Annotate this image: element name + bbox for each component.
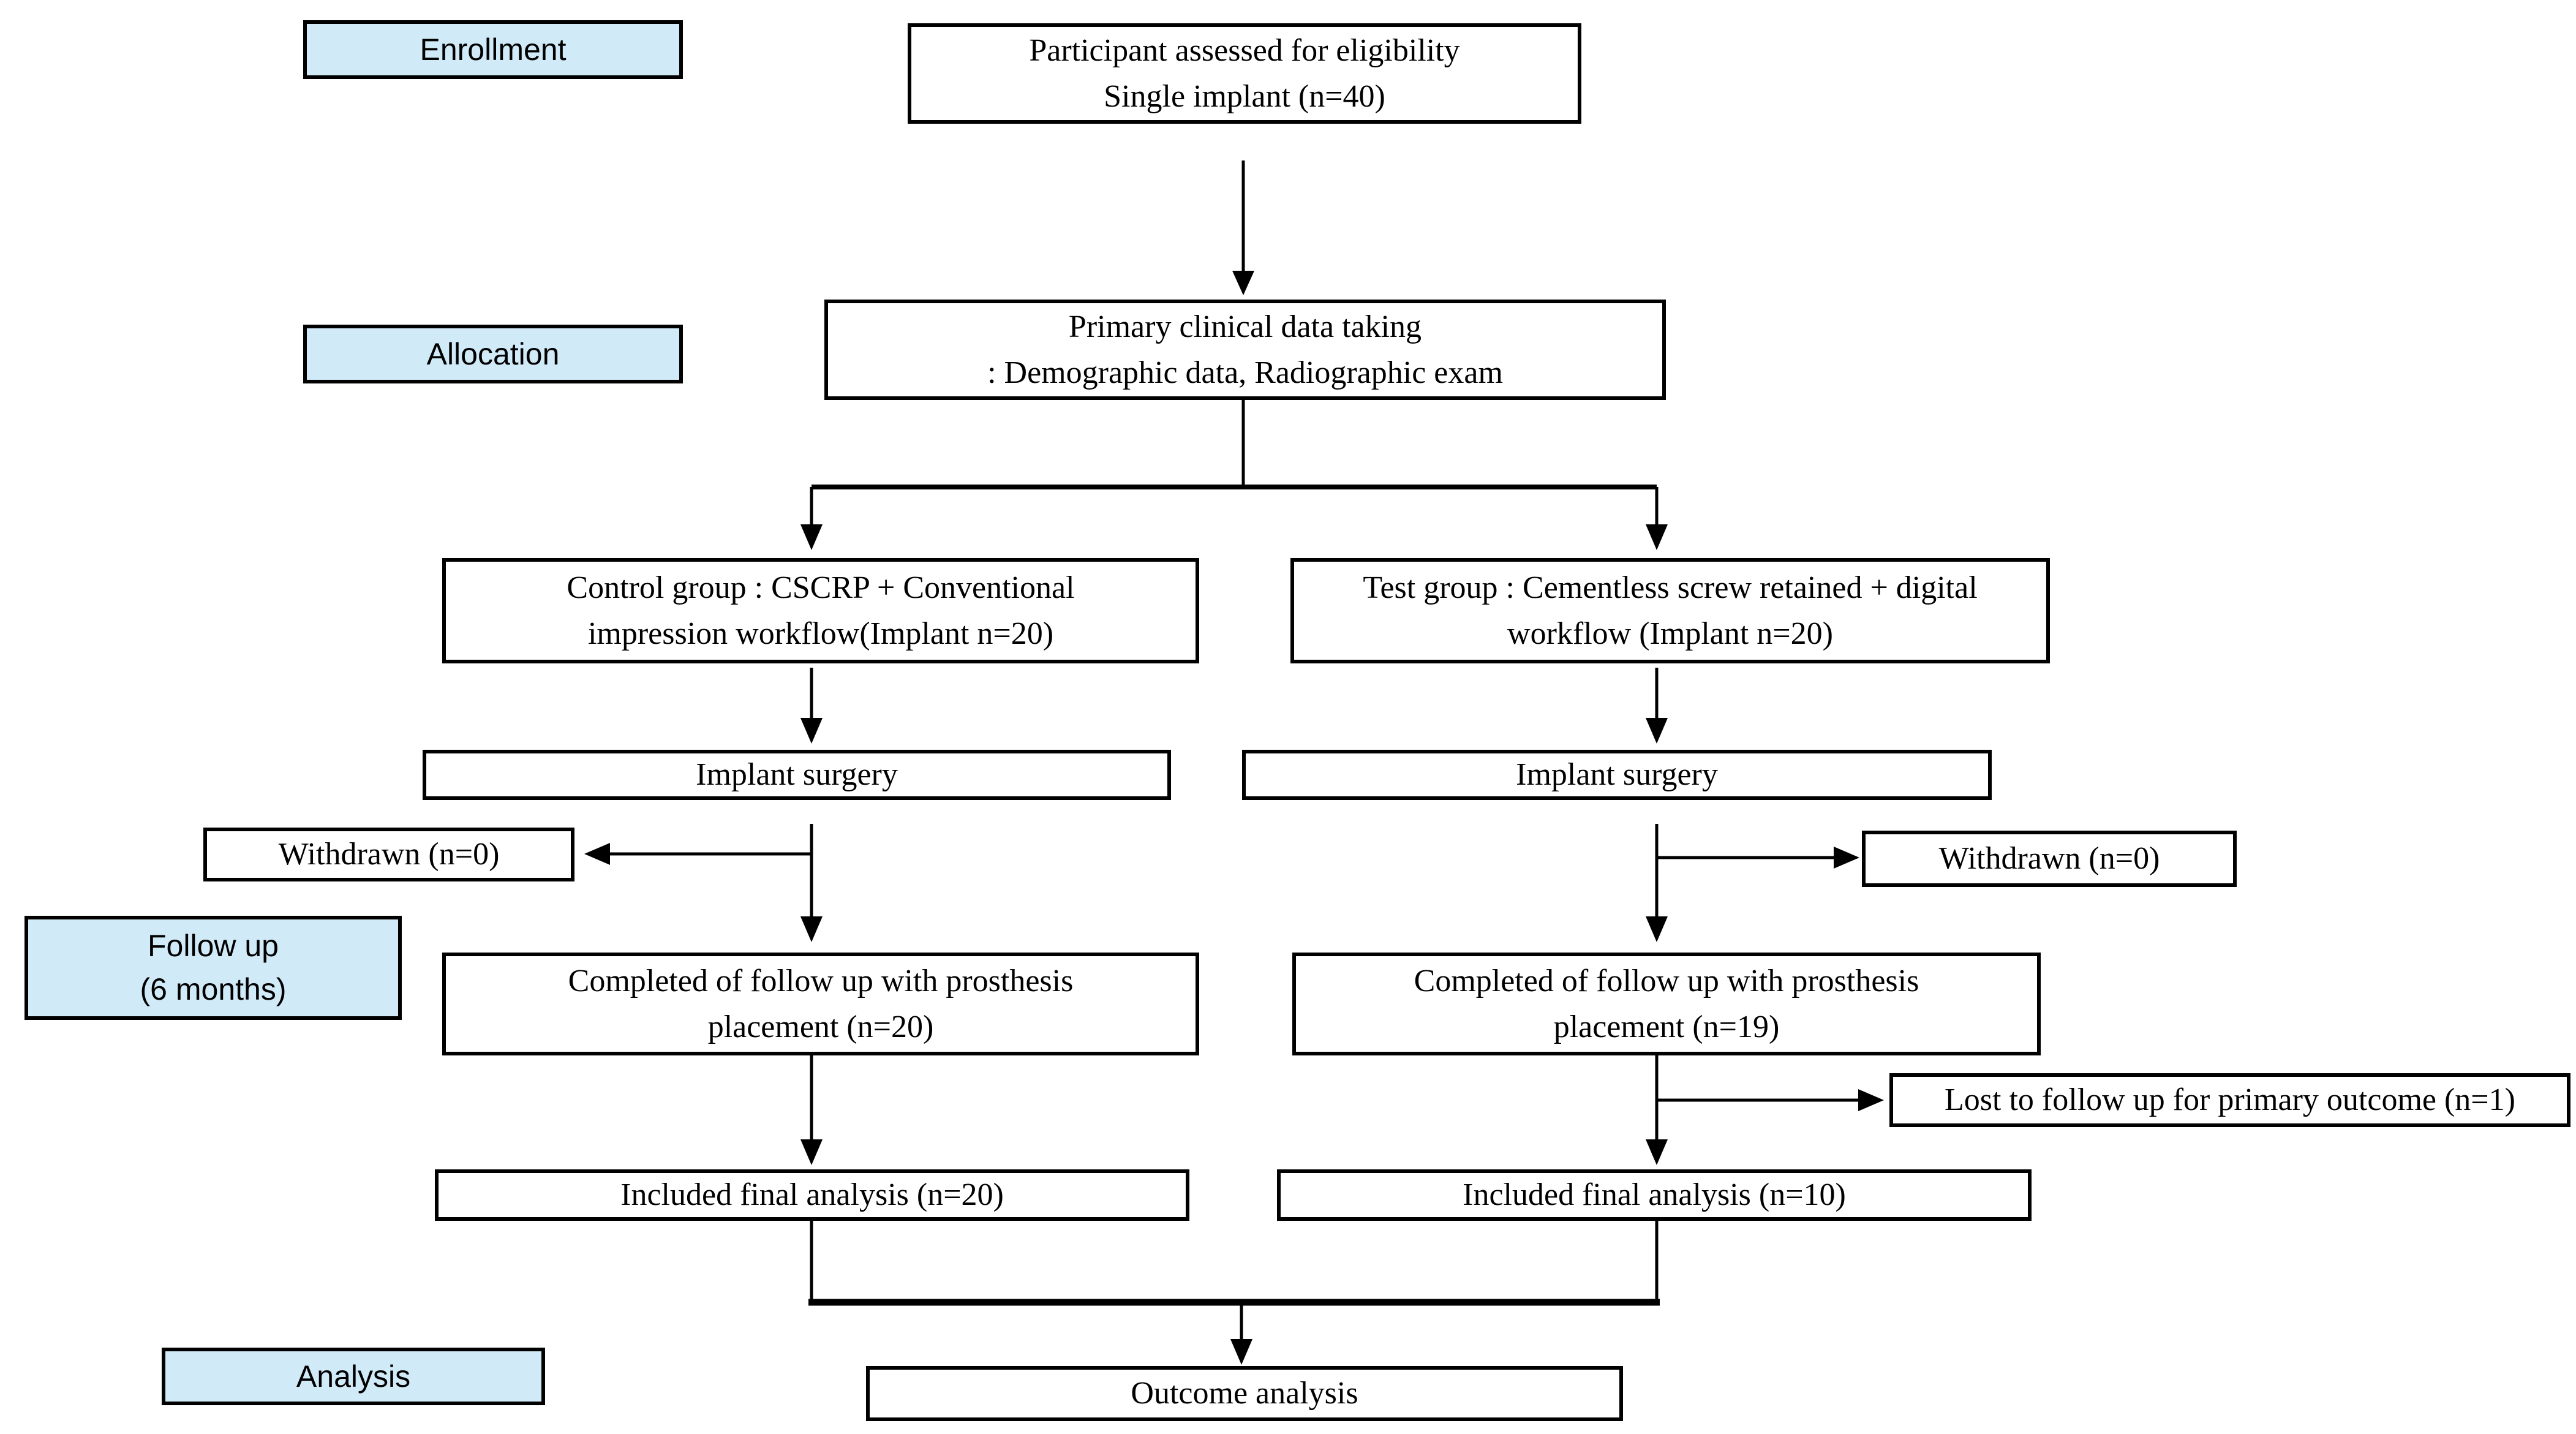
stage-label-analysis: Analysis — [162, 1348, 545, 1405]
flow-box-text: Participant assessed for eligibility — [1029, 32, 1460, 68]
flow-box-text: : Demographic data, Radiographic exam — [987, 355, 1503, 390]
stage-label-text: Analysis — [296, 1359, 411, 1394]
flow-box-implant-surgery-left: Implant surgery — [423, 750, 1171, 800]
flow-box-text: Control group : CSCRP + Conventional — [567, 570, 1075, 605]
flow-box-text: placement (n=20) — [707, 1009, 934, 1044]
flow-box-text: Test group : Cementless screw retained +… — [1363, 570, 1978, 605]
flow-box-text: Withdrawn (n=0) — [1938, 841, 2160, 877]
flow-box-included-left: Included final analysis (n=20) — [435, 1169, 1189, 1221]
arrowhead-down — [1646, 1139, 1668, 1165]
stage-label-text: Enrollment — [420, 32, 567, 67]
flow-box-withdrawn-left: Withdrawn (n=0) — [203, 828, 574, 881]
flow-box-text: Included final analysis (n=20) — [620, 1177, 1004, 1213]
flow-box-eligibility: Participant assessed for eligibility Sin… — [908, 23, 1581, 124]
stage-label-follow-up: Follow up (6 months) — [24, 916, 402, 1020]
arrowhead-down — [1232, 271, 1254, 295]
flow-box-text: Single implant (n=40) — [1104, 79, 1385, 114]
flow-box-text: Implant surgery — [696, 757, 898, 793]
stage-label-enrollment: Enrollment — [303, 20, 683, 79]
flow-box-implant-surgery-right: Implant surgery — [1242, 750, 1992, 800]
stage-label-text: Allocation — [426, 336, 560, 371]
flow-box-text: Implant surgery — [1516, 757, 1718, 793]
flow-box-test-group: Test group : Cementless screw retained +… — [1290, 558, 2050, 663]
arrowhead-down — [1646, 916, 1668, 942]
arrowhead-right — [1858, 1089, 1884, 1111]
flow-box-text: Outcome analysis — [1131, 1376, 1358, 1411]
arrowhead-down — [800, 1139, 823, 1165]
arrowhead-down — [800, 916, 823, 942]
flow-box-text: Lost to follow up for primary outcome (n… — [1945, 1082, 2515, 1118]
arrowhead-down — [1230, 1339, 1252, 1365]
stage-label-text: Follow up — [148, 929, 279, 963]
flow-box-completed-left: Completed of follow up with prosthesis p… — [442, 953, 1199, 1055]
flow-box-control-group: Control group : CSCRP + Conventional imp… — [442, 558, 1199, 663]
stage-label-allocation: Allocation — [303, 325, 683, 383]
arrowhead-right — [1834, 847, 1859, 869]
flow-box-text: Completed of follow up with prosthesis — [568, 963, 1074, 998]
flow-box-text: Completed of follow up with prosthesis — [1414, 963, 1919, 998]
flow-box-text: Withdrawn (n=0) — [278, 837, 500, 872]
flow-box-text: Primary clinical data taking — [1068, 309, 1422, 344]
flow-box-text: impression workflow(Implant n=20) — [587, 616, 1054, 651]
arrowhead-left — [584, 843, 610, 865]
flow-box-outcome-analysis: Outcome analysis — [866, 1366, 1623, 1421]
flow-box-lost-to-follow-up: Lost to follow up for primary outcome (n… — [1889, 1073, 2570, 1127]
arrowhead-down — [800, 524, 823, 550]
flow-box-text: workflow (Implant n=20) — [1507, 616, 1833, 651]
stage-label-text: (6 months) — [140, 972, 287, 1006]
arrowhead-down — [1646, 524, 1668, 550]
flow-box-text: placement (n=19) — [1553, 1009, 1780, 1044]
flow-box-text: Included final analysis (n=10) — [1463, 1177, 1846, 1213]
arrowhead-down — [800, 718, 823, 744]
flow-box-included-right: Included final analysis (n=10) — [1277, 1169, 2032, 1221]
arrowhead-down — [1646, 718, 1668, 744]
flow-box-completed-right: Completed of follow up with prosthesis p… — [1292, 953, 2041, 1055]
flow-box-primary-data: Primary clinical data taking : Demograph… — [824, 300, 1666, 400]
flow-box-withdrawn-right: Withdrawn (n=0) — [1862, 831, 2237, 887]
